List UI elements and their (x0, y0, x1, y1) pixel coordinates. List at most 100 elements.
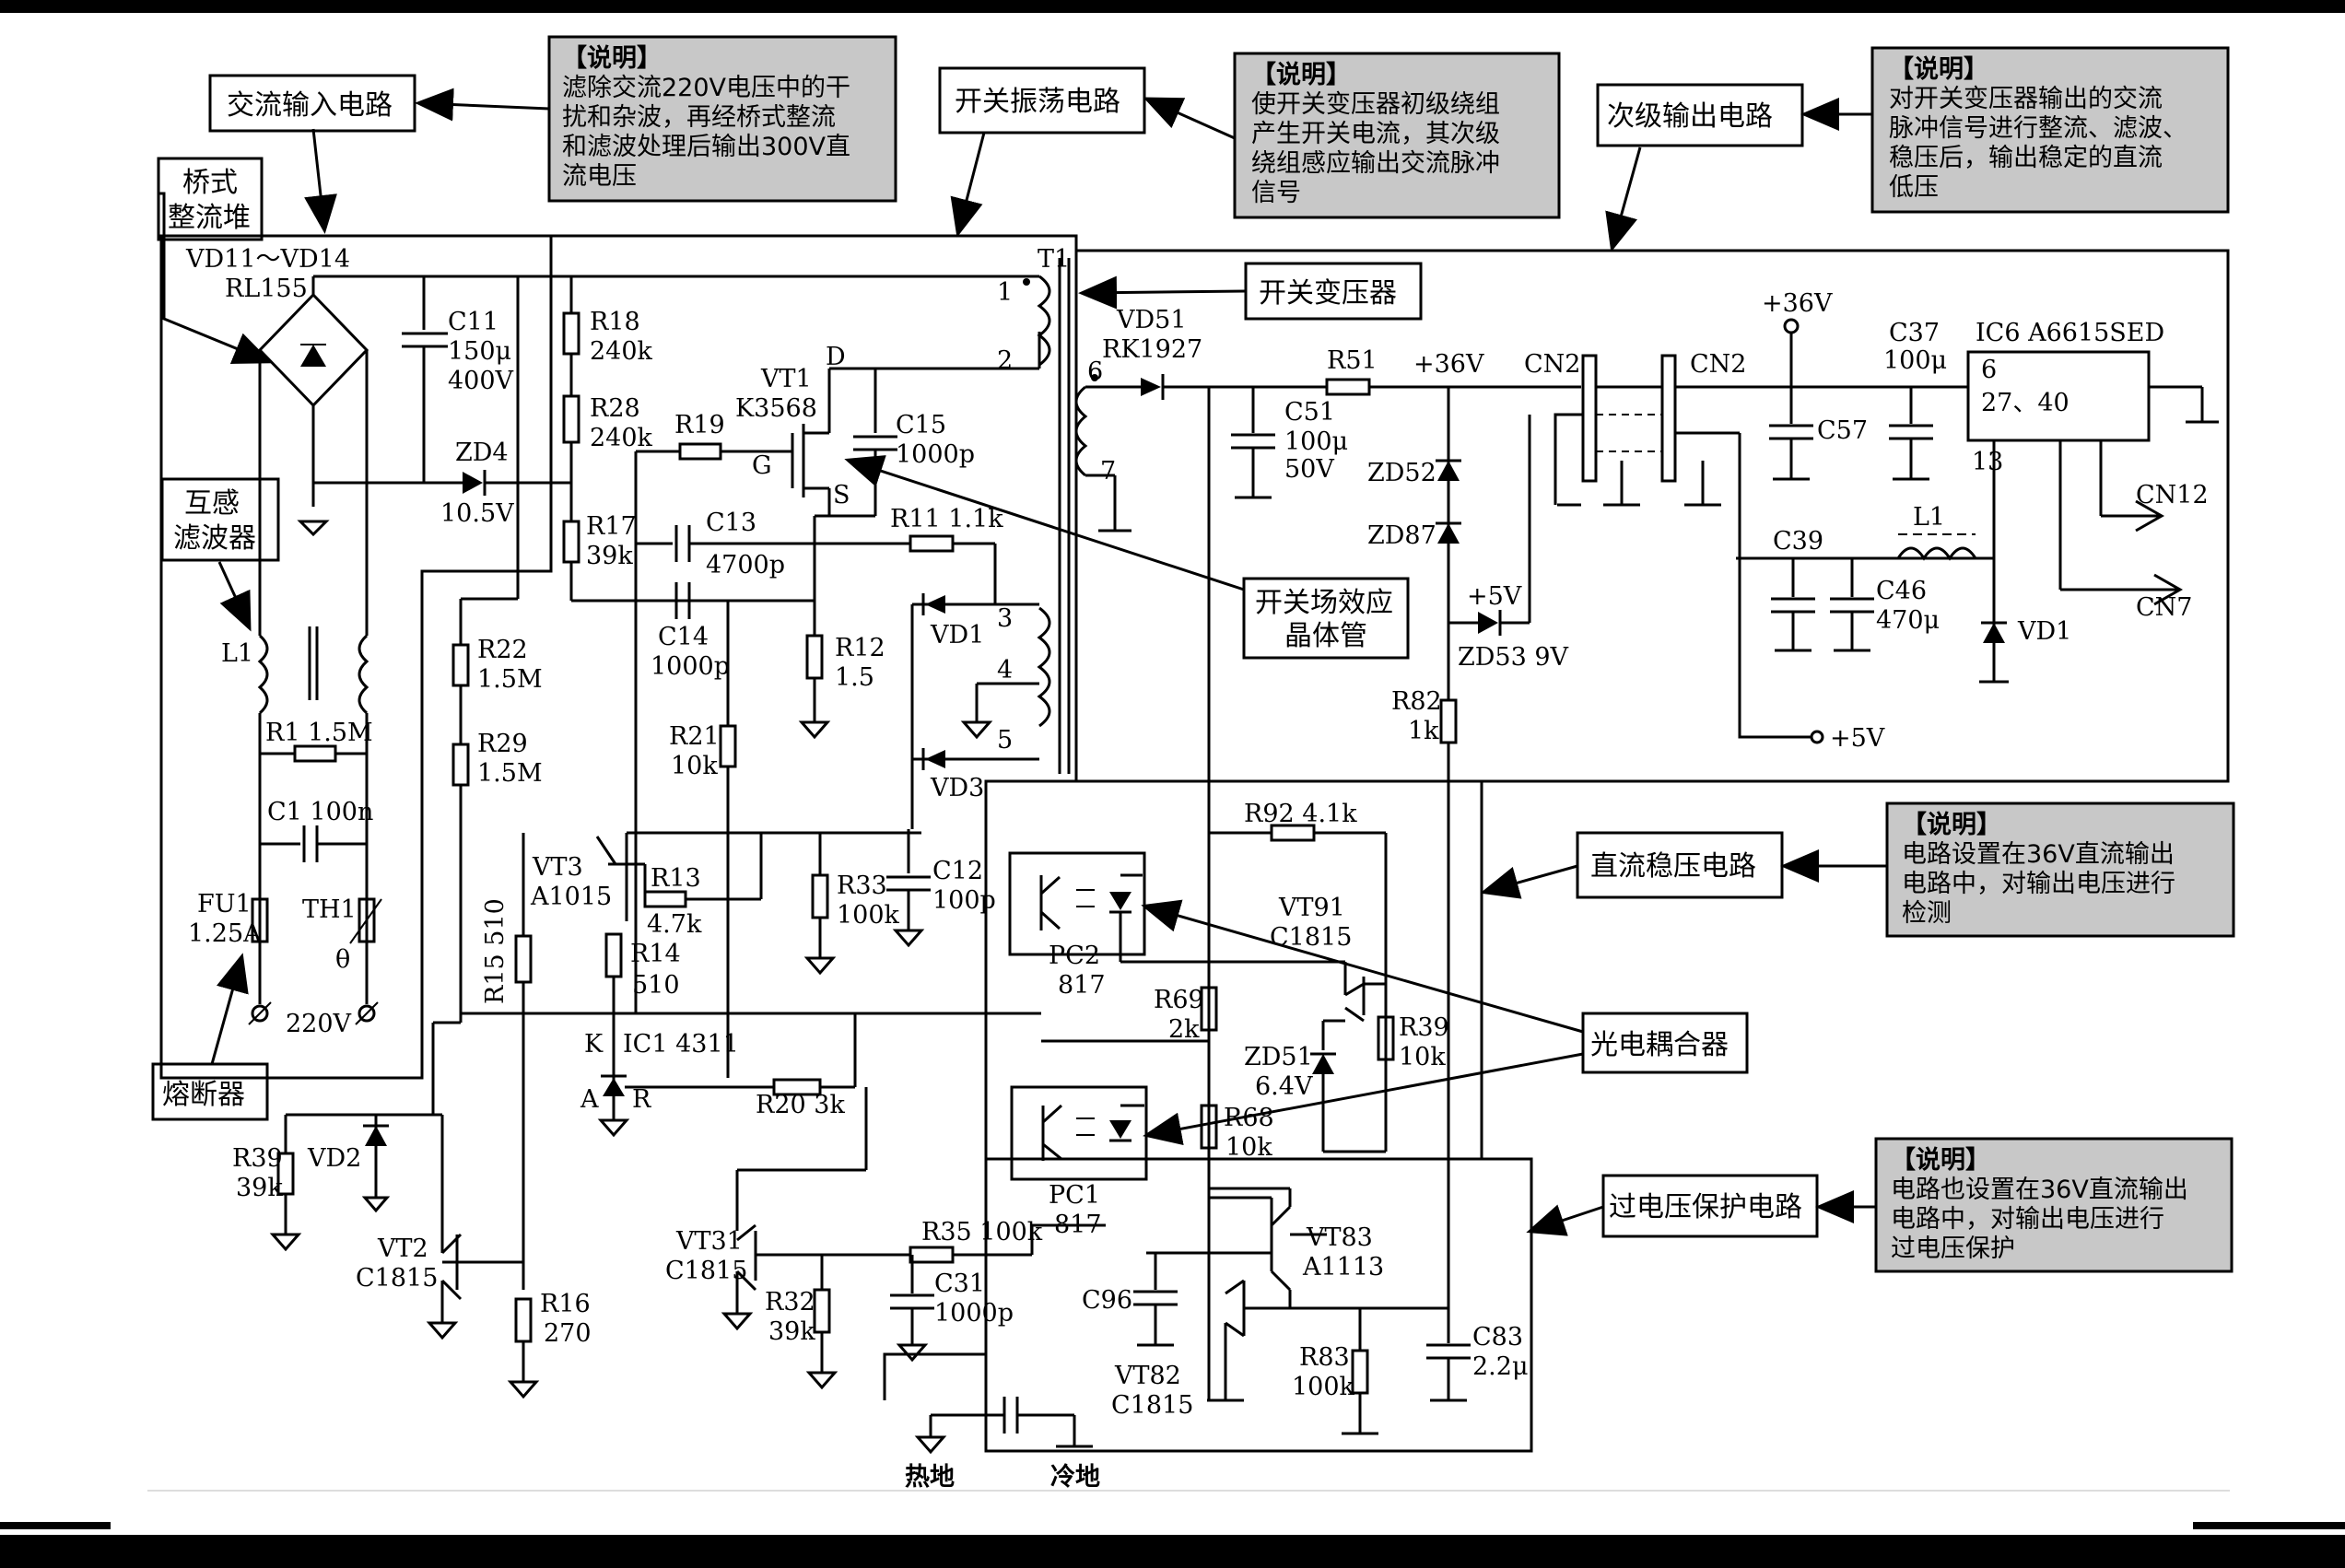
svg-text:1.25A: 1.25A (188, 919, 262, 948)
svg-text:R51: R51 (1327, 346, 1378, 375)
svg-text:CN2: CN2 (1690, 350, 1746, 379)
svg-text:1000p: 1000p (896, 440, 975, 469)
top-border (0, 0, 2345, 13)
svg-text:K: K (584, 1030, 604, 1059)
svg-text:1000p: 1000p (651, 652, 730, 681)
svg-text:6: 6 (1087, 357, 1103, 386)
bottom-border (0, 1535, 2345, 1568)
svg-text:VD1: VD1 (2017, 617, 2071, 646)
svg-text:R14: R14 (630, 940, 681, 968)
svg-text:IC1 4311: IC1 4311 (623, 1030, 739, 1059)
svg-text:VD1: VD1 (930, 621, 984, 649)
secondary-wiring (1008, 318, 2219, 1435)
svg-text:低压: 低压 (1889, 173, 1939, 202)
label-ovp: 过电压保护电路 (1609, 1191, 1802, 1223)
label-ac-input: 交流输入电路 (227, 89, 393, 122)
svg-text:对开关变压器输出的交流: 对开关变压器输出的交流 (1889, 85, 2163, 113)
component-labels: VD11～VD14 RL155 C11 150μ 400V ZD4 10.5V … (185, 245, 2209, 1492)
svg-text:T1: T1 (1038, 245, 1070, 274)
svg-text:C1815: C1815 (356, 1264, 438, 1293)
svg-text:VT3: VT3 (532, 853, 583, 882)
svg-text:R19: R19 (674, 411, 725, 439)
svg-text:过电压保护: 过电压保护 (1891, 1235, 2015, 1263)
svg-text:VD2: VD2 (307, 1144, 361, 1173)
svg-text:1.5: 1.5 (835, 663, 874, 692)
label-filter-2: 滤波器 (173, 522, 256, 555)
svg-text:3: 3 (997, 604, 1013, 633)
svg-text:R82: R82 (1391, 687, 1442, 716)
svg-text:CN12: CN12 (2136, 481, 2209, 509)
svg-text:C51: C51 (1284, 398, 1335, 427)
svg-text:100p: 100p (932, 886, 996, 915)
svg-text:检测: 检测 (1902, 899, 1952, 928)
section-frames (159, 234, 2230, 1453)
svg-text:240k: 240k (590, 424, 653, 452)
svg-text:R39: R39 (1399, 1013, 1449, 1042)
label-switch-osc: 开关振荡电路 (955, 86, 1120, 118)
svg-text:电路也设置在36V直流输出: 电路也设置在36V直流输出 (1891, 1176, 2188, 1204)
label-transformer: 开关变压器 (1259, 277, 1397, 310)
svg-text:产生开关电流，其次级: 产生开关电流，其次级 (1251, 120, 1500, 148)
svg-text:VT91: VT91 (1278, 894, 1345, 922)
svg-text:L1: L1 (221, 639, 253, 668)
note-1: 【说明】 滤除交流220V电压中的干 扰和杂波，再经桥式整流 和滤波处理后输出3… (547, 35, 897, 203)
svg-text:R35 100k: R35 100k (921, 1218, 1043, 1246)
svg-text:VD11～VD14: VD11～VD14 (185, 245, 350, 274)
svg-text:信号: 信号 (1251, 179, 1301, 207)
svg-text:R: R (632, 1085, 651, 1114)
svg-text:5: 5 (997, 726, 1013, 755)
svg-text:R13: R13 (651, 864, 701, 893)
svg-text:C1 100n: C1 100n (267, 798, 373, 826)
svg-text:使开关变压器初级绕组: 使开关变压器初级绕组 (1251, 90, 1500, 119)
svg-text:39k: 39k (236, 1174, 283, 1202)
svg-text:C46: C46 (1876, 577, 1927, 605)
svg-text:流电压: 流电压 (562, 162, 637, 191)
svg-text:CN2: CN2 (1524, 350, 1580, 379)
svg-text:+36V: +36V (1413, 350, 1484, 379)
svg-text:A1113: A1113 (1302, 1253, 1384, 1281)
svg-text:10k: 10k (1399, 1043, 1446, 1071)
svg-text:4: 4 (997, 656, 1013, 685)
svg-text:R21: R21 (669, 722, 720, 751)
svg-text:R20 3k: R20 3k (756, 1091, 845, 1119)
svg-text:C83: C83 (1472, 1323, 1523, 1352)
svg-text:1.5M: 1.5M (477, 759, 543, 788)
svg-text:A1015: A1015 (530, 883, 612, 911)
svg-text:VT83: VT83 (1306, 1223, 1373, 1252)
svg-text:R33: R33 (837, 872, 887, 900)
svg-text:TH1: TH1 (302, 895, 357, 924)
svg-text:ZD51: ZD51 (1244, 1043, 1313, 1071)
svg-text:C1815: C1815 (1270, 923, 1352, 952)
note-2: 【说明】 使开关变压器初级绕组 产生开关电流，其次级 绕组感应输出交流脉冲 信号 (1233, 52, 1561, 219)
svg-text:ZD52: ZD52 (1367, 459, 1436, 487)
svg-text:39k: 39k (586, 542, 633, 570)
svg-text:39k: 39k (768, 1317, 815, 1346)
svg-text:6: 6 (1981, 356, 1997, 384)
svg-text:2k: 2k (1168, 1015, 1200, 1044)
svg-text:10.5V: 10.5V (440, 499, 514, 528)
svg-text:C11: C11 (448, 308, 498, 336)
svg-text:D: D (826, 343, 846, 371)
svg-text:817: 817 (1054, 1211, 1102, 1239)
svg-text:R39: R39 (232, 1144, 283, 1173)
label-mosfet-2: 晶体管 (1284, 620, 1367, 652)
label-bridge-1: 桥式 (182, 167, 238, 199)
svg-text:817: 817 (1058, 971, 1106, 1000)
svg-text:R18: R18 (590, 308, 640, 336)
svg-text:VT2: VT2 (377, 1235, 428, 1263)
svg-text:R32: R32 (765, 1288, 815, 1316)
svg-text:50V: 50V (1284, 455, 1334, 484)
svg-text:1: 1 (997, 278, 1013, 307)
label-hot-ground: 热地 (905, 1463, 955, 1492)
svg-text:绕组感应输出交流脉冲: 绕组感应输出交流脉冲 (1251, 149, 1500, 178)
svg-text:VT82: VT82 (1114, 1362, 1181, 1390)
svg-text:C13: C13 (706, 509, 756, 537)
svg-text:100μ: 100μ (1883, 346, 1947, 375)
svg-text:C31: C31 (934, 1270, 985, 1298)
svg-text:27、40: 27、40 (1981, 389, 2069, 417)
label-secondary: 次级输出电路 (1607, 100, 1773, 133)
svg-text:4.7k: 4.7k (647, 910, 702, 939)
svg-text:S: S (833, 481, 850, 509)
svg-text:240k: 240k (590, 337, 653, 366)
